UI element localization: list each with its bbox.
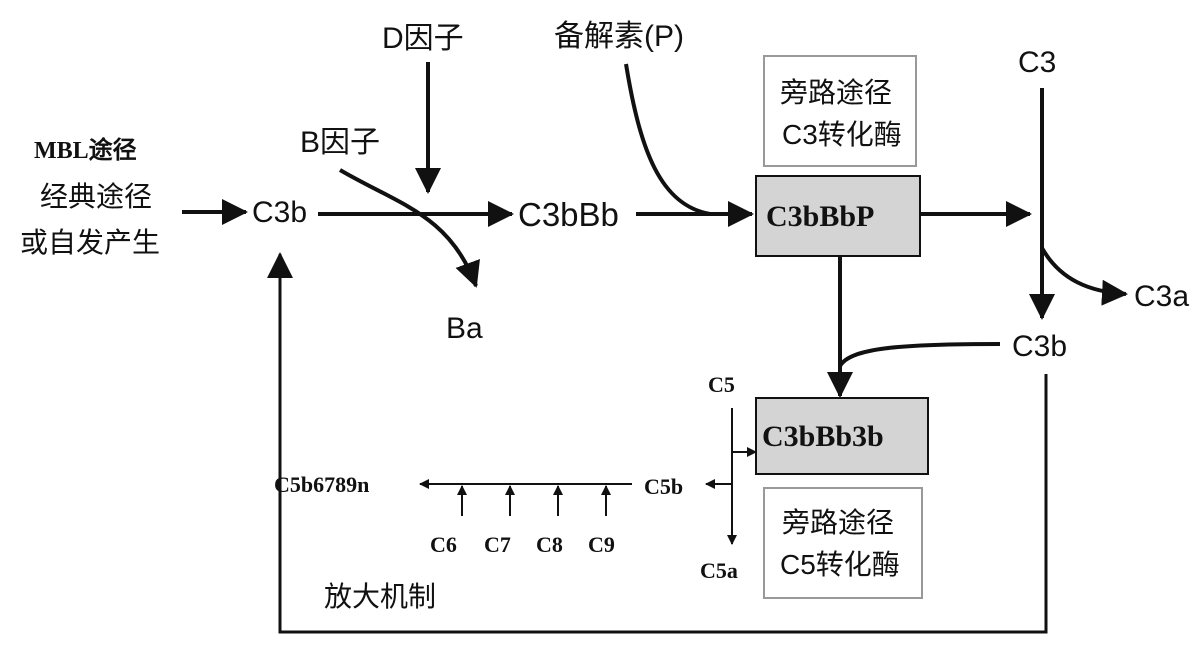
arrow-properdin [624, 63, 711, 216]
c5-convertase-box [763, 487, 923, 599]
mbl-pathway-label: MBL途径 [34, 136, 137, 164]
classic-pathway-label-2: 或自发产生 [20, 227, 160, 258]
c3b-join-line [838, 342, 1001, 368]
factor-d-label: D因子 [382, 22, 464, 55]
amplification-loop [267, 252, 1048, 634]
amplification-label: 放大机制 [324, 581, 436, 612]
c3bbb-label: C3bBb [518, 196, 619, 233]
c3-convertase-label-1: 旁路途径 [780, 77, 892, 108]
arrow-c3a [1040, 247, 1128, 306]
c8-label: C8 [536, 532, 563, 557]
c3bbb3b-label: C3bBb3b [762, 420, 884, 453]
factor-b-label: B因子 [300, 126, 380, 159]
c3bbbp-label: C3bBbP [766, 200, 874, 233]
c3-convertase-label-2: C3转化酶 [782, 119, 902, 150]
c6-label: C6 [430, 532, 457, 557]
c9-label: C9 [588, 532, 615, 557]
properdin-label: 备解素(P) [554, 20, 684, 53]
c3a-label: C3a [1134, 280, 1189, 313]
c3-convertase-box [763, 55, 917, 167]
mac-label: C5b6789n [274, 472, 369, 497]
c3bbb3b-box [755, 397, 929, 475]
arrow-factor-b-to-ba [338, 168, 480, 288]
c3-top-label: C3 [1018, 46, 1056, 79]
c5a-label: C5a [700, 558, 738, 583]
c5-convertase-label-2: C5转化酶 [780, 549, 900, 580]
classic-pathway-label-1: 经典途径 [40, 181, 152, 212]
c3b-left-label: C3b [252, 196, 307, 229]
c5b-label: C5b [644, 474, 683, 499]
c7-label: C7 [484, 532, 511, 557]
ba-label: Ba [446, 312, 483, 345]
c3b-right-label: C3b [1012, 330, 1067, 363]
c5-convertase-label-1: 旁路途径 [782, 507, 894, 538]
c5-label: C5 [708, 372, 735, 397]
